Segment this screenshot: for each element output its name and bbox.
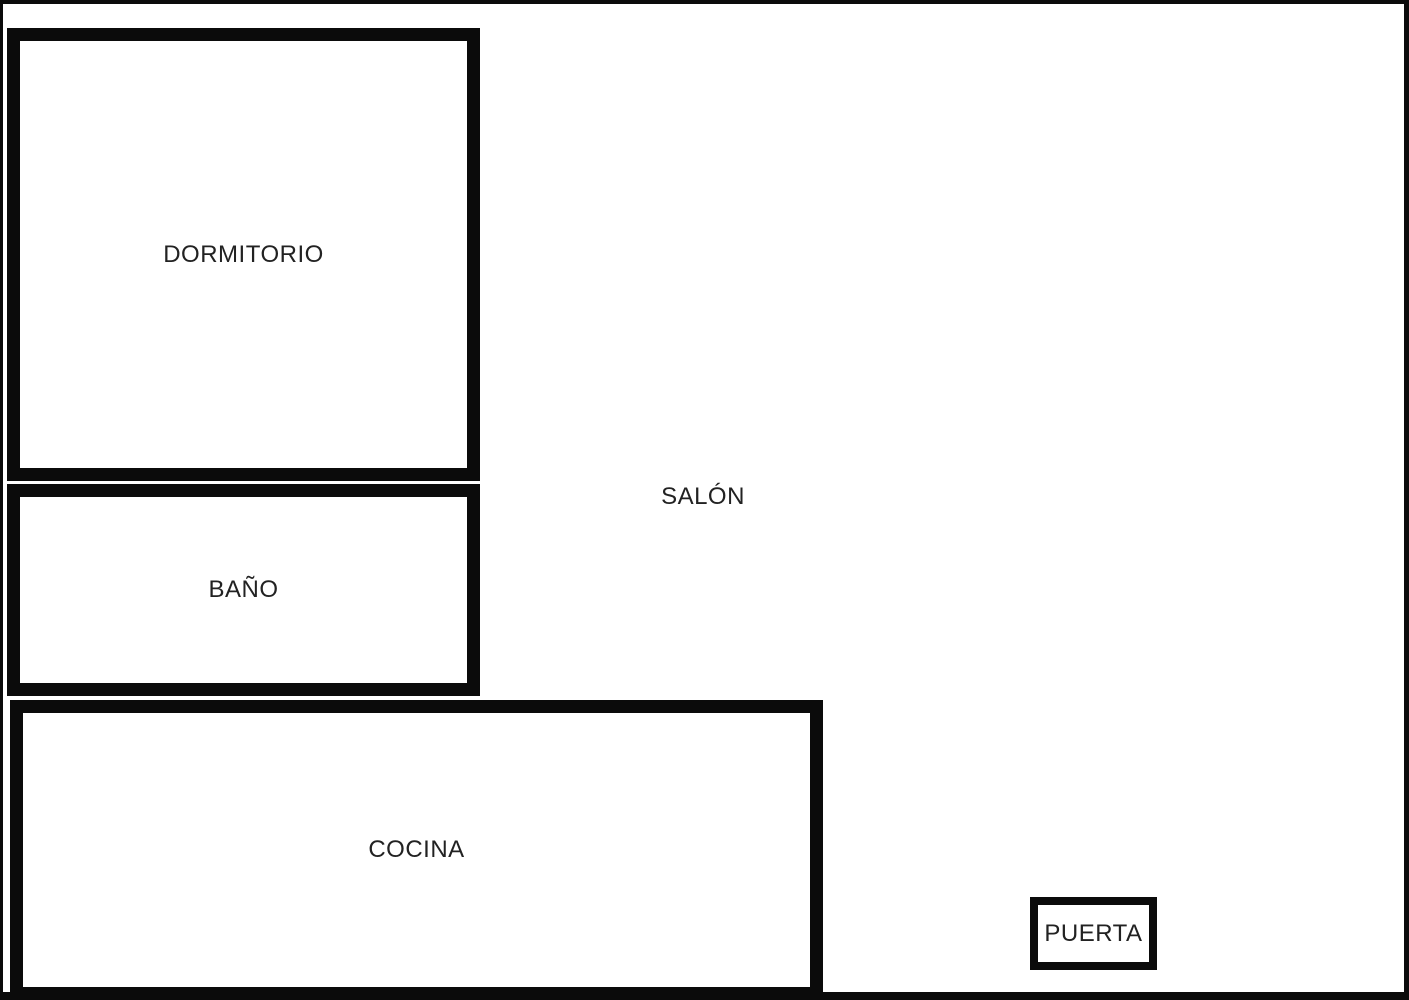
room-cocina: COCINA bbox=[10, 700, 823, 1000]
room-bano: BAÑO bbox=[7, 484, 480, 696]
door-puerta: PUERTA bbox=[1030, 897, 1157, 970]
room-label-bano: BAÑO bbox=[208, 576, 279, 603]
door-label-puerta: PUERTA bbox=[1044, 919, 1143, 947]
room-dormitorio: DORMITORIO bbox=[7, 28, 480, 481]
room-label-salon: SALÓN bbox=[661, 483, 745, 510]
room-label-dormitorio: DORMITORIO bbox=[163, 240, 324, 268]
room-label-cocina: COCINA bbox=[368, 836, 465, 863]
